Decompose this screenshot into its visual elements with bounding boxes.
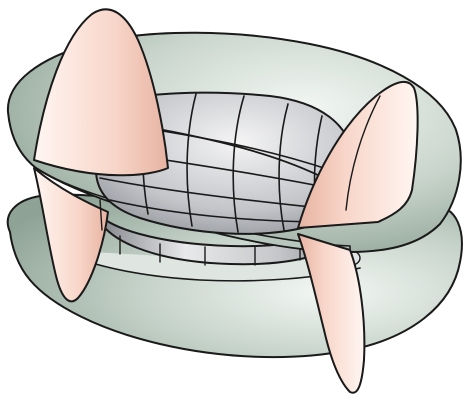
figure-stage [0, 0, 466, 400]
surface-illustration [0, 0, 466, 400]
